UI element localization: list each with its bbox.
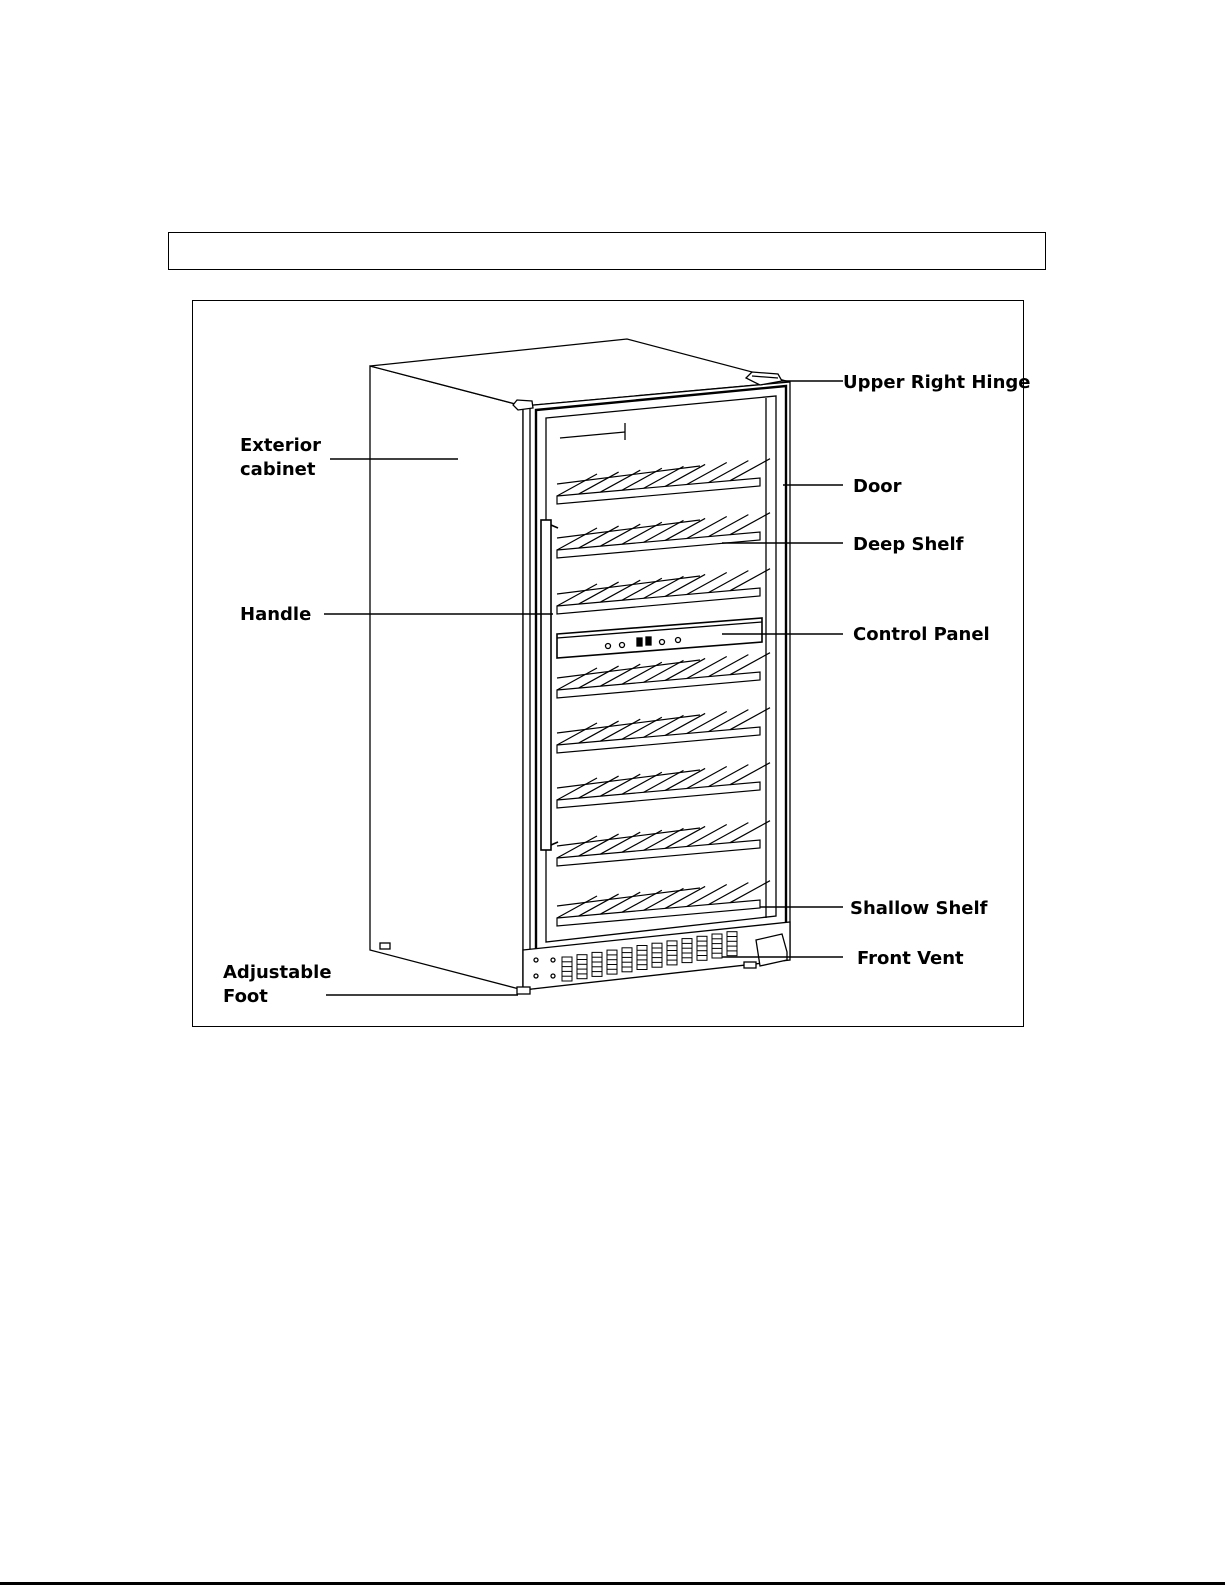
label-exterior-line2: cabinet	[240, 459, 316, 480]
label-shallow-shelf: Shallow Shelf	[850, 898, 988, 919]
label-adjustable-line2: Foot	[223, 986, 268, 1007]
label-handle: Handle	[240, 604, 311, 625]
label-control-panel: Control Panel	[853, 624, 990, 645]
label-exterior-line1: Exterior	[240, 435, 321, 456]
upper-left-hinge	[513, 400, 533, 410]
label-front-vent: Front Vent	[857, 948, 964, 969]
label-door: Door	[853, 476, 902, 497]
adjustable-foot	[517, 987, 530, 994]
label-upper-right-hinge: Upper Right Hinge	[843, 372, 1030, 393]
kick-panel	[756, 934, 787, 966]
label-deep-shelf: Deep Shelf	[853, 534, 964, 555]
label-adjustable-line1: Adjustable	[223, 962, 332, 983]
rear-foot	[380, 943, 390, 949]
right-foot	[744, 962, 756, 968]
